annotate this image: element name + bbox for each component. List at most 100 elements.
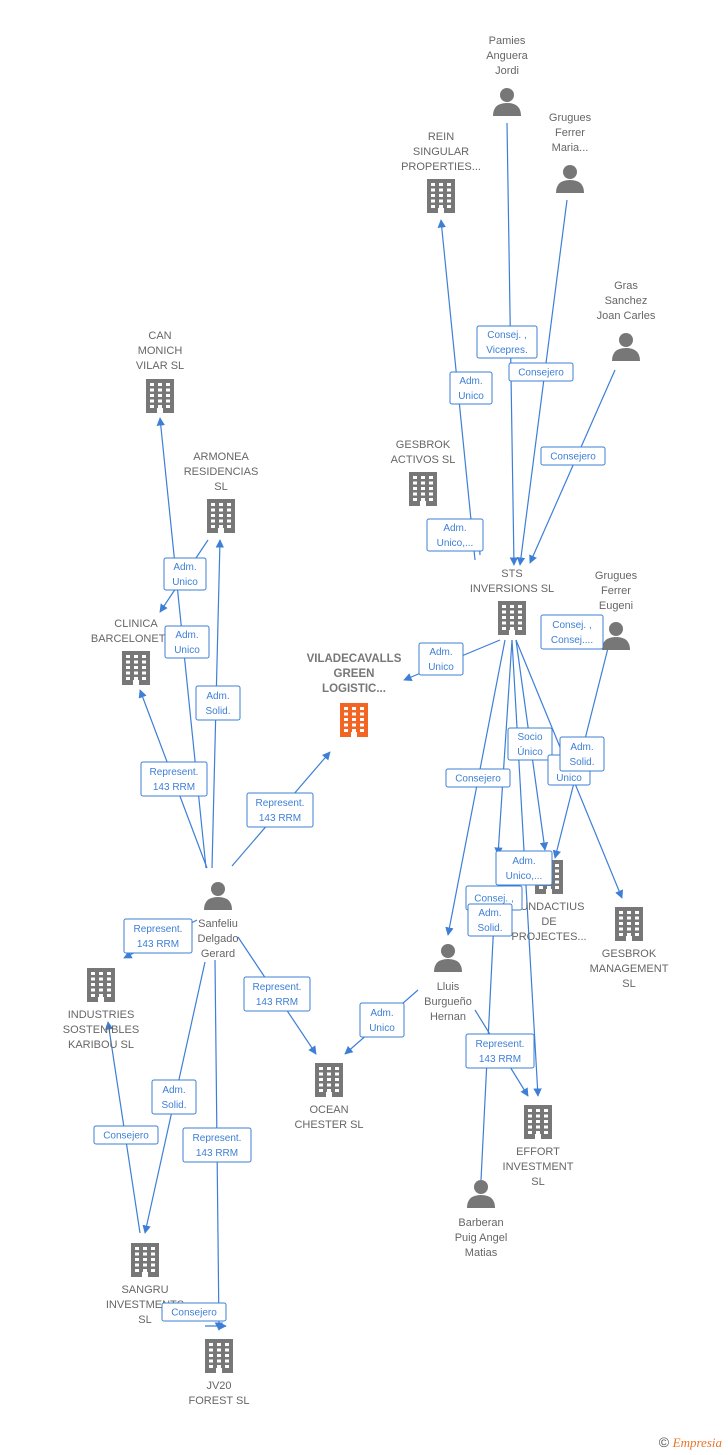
node-label-line: Puig Angel — [455, 1232, 508, 1244]
edge-label-adm-unico-clinica[interactable]: Adm.Unico — [164, 625, 210, 659]
building-icon — [615, 907, 643, 941]
edge-label-adm-solid-armonea[interactable]: Adm.Solid. — [195, 685, 241, 721]
edge-label-line: Adm. — [173, 562, 196, 573]
edge-label-line: Represent. — [253, 982, 302, 993]
edge-label-line: Socio — [517, 732, 542, 743]
edge-label-line: Consejero — [103, 1131, 149, 1142]
edge-label-line: Consej. , — [474, 894, 513, 905]
edge-label-represent-effort[interactable]: Represent.143 RRM — [465, 1033, 535, 1069]
edge-label-represent-vila[interactable]: Represent. 143 RRM — [246, 792, 314, 828]
edge-label-adm-solid-mgmt[interactable]: Adm.Solid. — [559, 736, 605, 772]
edge-label-line: Unico — [369, 1023, 395, 1034]
node-label-line: BARCELONETA... — [91, 633, 181, 645]
edge-label-line: Represent. — [193, 1133, 242, 1144]
edge-label-consej-vicepres[interactable]: Consej. ,Vicepres. — [476, 325, 538, 359]
edge-label-line: Unico — [458, 391, 484, 402]
edge-label-represent-industries[interactable]: Represent.143 RRM — [123, 918, 193, 954]
edge-label-line: Consejero — [518, 368, 564, 379]
edge-label-box — [449, 371, 493, 405]
edge-label-consejero-maria[interactable]: Consejero — [508, 362, 574, 382]
person-icon — [602, 622, 630, 650]
edge-label-adm-unico-ocean[interactable]: Adm.Unico — [359, 1002, 405, 1038]
edge-label-represent-clinica[interactable]: Represent. 143 RRM — [140, 761, 208, 797]
edge-label-represent-ocean[interactable]: Represent.143 RRM — [243, 976, 311, 1012]
edge-label-consejero-lluis[interactable]: Consejero — [445, 768, 511, 788]
edge-label-line: Represent. — [256, 798, 305, 809]
node-label-line: Anguera — [486, 50, 528, 62]
building-icon — [498, 601, 526, 635]
edge-label-line: Único — [517, 745, 543, 758]
edge-label-line: Represent. — [134, 924, 183, 935]
edge-label-text: Represent.143 RRM — [253, 982, 302, 1008]
edge-label-text: Adm.Unico — [172, 562, 198, 588]
node-label-line: CAN — [148, 330, 171, 342]
edge-label-adm-unico-gesbrok[interactable]: Adm.Unico,... — [426, 518, 484, 552]
edge-label-adm-unico-armonea[interactable]: Adm.Unico — [163, 557, 207, 591]
edge-label-line: 143 RRM — [259, 813, 301, 824]
edge-label-adm-unico-vila[interactable]: Adm.Unico — [418, 642, 464, 676]
edge-label-text: Adm.Solid. — [205, 691, 230, 717]
edge-label-box — [164, 625, 210, 659]
edge-label-text: Adm.Solid. — [569, 742, 594, 768]
node-label-line: Burgueño — [424, 996, 472, 1008]
building-icon — [427, 179, 455, 213]
node-label-line: DE — [541, 916, 556, 928]
edge-label-consej-eugeni[interactable]: Consej. ,Consej.... — [540, 614, 604, 650]
node-label-line: OCEAN — [309, 1104, 348, 1116]
node-label-line: Pamies — [489, 35, 526, 47]
edge-line — [529, 369, 616, 564]
edge-label-consejero-gras[interactable]: Consejero — [540, 446, 606, 466]
edge-label-line: 143 RRM — [153, 782, 195, 793]
edge-label-line: Unico — [556, 773, 582, 784]
edge-label-text: Consejero — [455, 774, 501, 785]
edge-label-adm-solid-fund[interactable]: Adm.Solid. — [467, 903, 513, 937]
edge-label-represent-jv20[interactable]: Represent.143 RRM — [182, 1127, 252, 1163]
edge-label-line: Consejero — [455, 774, 501, 785]
edge-label-text: Represent. 143 RRM — [256, 798, 305, 824]
edge-label-adm-unico-fund[interactable]: Adm.Unico,... — [495, 850, 553, 886]
brand-logo[interactable]: Empresia — [672, 1435, 722, 1450]
node-label-line: ACTIVOS SL — [391, 454, 456, 466]
node-label-line: Eugeni — [599, 600, 633, 612]
building-icon — [146, 379, 174, 413]
edge-label-adm-unico-rein[interactable]: Adm.Unico — [449, 371, 493, 405]
edge-label-text: Consejero — [550, 452, 596, 463]
edge-label-adm-solid-sangru[interactable]: Adm.Solid. — [151, 1079, 197, 1115]
node-label-line: Grugues — [595, 570, 638, 582]
edge-label-line: Represent. — [150, 767, 199, 778]
edge-label-text: Represent.143 RRM — [476, 1039, 525, 1065]
node-label-line: REIN — [428, 131, 454, 143]
node-label-line: SL — [214, 481, 227, 493]
edge-label-consejero-jv20[interactable]: Consejero — [161, 1302, 227, 1322]
edge-label-consejero-industries[interactable]: Consejero — [93, 1125, 159, 1145]
